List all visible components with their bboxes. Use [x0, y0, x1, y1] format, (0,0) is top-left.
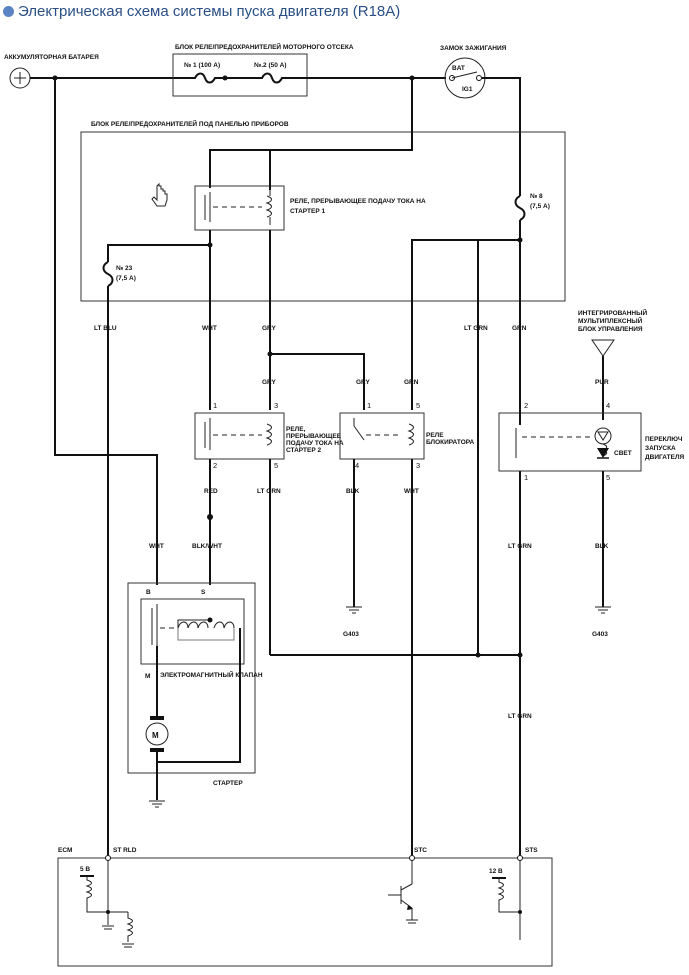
- lock-relay-pin-1: 1: [367, 401, 371, 410]
- starter-terminal-s: S: [201, 589, 206, 596]
- motor-label: M: [152, 731, 159, 740]
- battery-symbol: [9, 67, 31, 89]
- wire-label-red: RED: [204, 488, 218, 495]
- fuse23-symbol: [102, 261, 114, 287]
- wire-label-lt-grn-1: LT GRN: [464, 325, 488, 332]
- wire-label-blk-1: BLK: [346, 488, 360, 495]
- wire-label-wht-1: WHT: [202, 325, 217, 332]
- ecm-transistor-icon: [388, 860, 418, 924]
- switch-light-label: СВЕТ: [614, 450, 632, 457]
- engine-fuse-box: [172, 53, 308, 97]
- fuse8-label-line2: (7,5 А): [530, 203, 550, 210]
- start-switch: [498, 412, 642, 472]
- ecm-ground-icon-1: [102, 925, 114, 930]
- relay2-label-line1: РЕЛЕ,: [286, 426, 306, 433]
- relay2-pin-3: 3: [274, 401, 278, 410]
- wire-label-blk-2: BLK: [595, 543, 609, 550]
- imcu-label-line3: БЛОК УПРАВЛЕНИЯ: [578, 326, 643, 333]
- fuse8-label-line1: № 8: [530, 193, 543, 200]
- ecm-12v-label: 12 В: [489, 868, 503, 875]
- wire-label-lt-blu: LT BLU: [94, 325, 117, 332]
- switch-pin-1: 1: [524, 473, 528, 482]
- fuse8-symbol: [514, 195, 526, 221]
- imcu-label-line1: ИНТЕГРИРОВАННЫЙ: [578, 308, 647, 317]
- fuse1-label: № 1 (100 А): [184, 62, 220, 69]
- wire-label-grn-2: GRN: [404, 379, 419, 386]
- title-bar: Электрическая схема системы пуска двигат…: [0, 0, 689, 26]
- solenoid-label: ЭЛЕКТРОМАГНИТНЫЙ КЛАПАН: [160, 670, 263, 679]
- wire-label-gry-1: GRY: [262, 325, 277, 332]
- wire-label-wht-3: WHT: [149, 543, 164, 550]
- relay1-label-line1: РЕЛЕ, ПРЕРЫВАЮЩЕЕ ПОДАЧУ ТОКА НА: [290, 198, 426, 205]
- ecm-ground-icon-2: [122, 943, 134, 948]
- switch-pin-5: 5: [606, 473, 610, 482]
- dash-fuse-box: [80, 131, 566, 302]
- fuse23-label-line2: (7,5 А): [116, 275, 136, 282]
- page-title: Электрическая схема системы пуска двигат…: [18, 3, 401, 20]
- wire-label-grn-1: GRN: [512, 325, 527, 332]
- relay2-pin-5: 5: [274, 461, 278, 470]
- hand-cursor-icon: [151, 182, 168, 207]
- ground-starter-icon: [149, 800, 165, 808]
- wire-label-lt-grn-2: LT GRN: [257, 488, 281, 495]
- lock-relay-pin-3: 3: [416, 461, 420, 470]
- lock-relay-pin-5: 5: [416, 401, 420, 410]
- starter-label: СТАРТЕР: [213, 780, 243, 787]
- engine-fuse-box-label: БЛОК РЕЛЕ/ПРЕДОХРАНИТЕЛЕЙ МОТОРНОГО ОТСЕ…: [175, 42, 354, 51]
- wire-label-gry-3: GRY: [356, 379, 371, 386]
- ecm-sts-label: STS: [525, 847, 538, 854]
- lock-relay-label-line1: РЕЛЕ: [426, 432, 444, 439]
- dash-fuse-box-label: БЛОК РЕЛЕ/ПРЕДОХРАНИТЕЛЕЙ ПОД ПАНЕЛЬЮ ПР…: [91, 119, 289, 128]
- wire-label-lt-grn-4: LT GRN: [508, 713, 532, 720]
- lock-relay-pin-4: 4: [355, 461, 359, 470]
- relay2-label-line2: ПРЕРЫВАЮЩЕЕ: [286, 433, 342, 440]
- lock-relay-label-line2: БЛОКИРАТОРА: [426, 439, 475, 446]
- ground-g403-b-icon: [595, 603, 611, 614]
- wire-label-lt-grn-3: LT GRN: [508, 543, 532, 550]
- fuse23-label-line1: № 23: [116, 265, 133, 272]
- starter-motor-icon: [145, 716, 169, 752]
- lock-relay: [339, 412, 425, 460]
- ecm-stc-label: STC: [414, 847, 427, 854]
- starter-terminal-b: B: [146, 589, 151, 596]
- ignition-ig1-label: IG1: [462, 86, 473, 93]
- ground-g403-b-label: G403: [592, 631, 608, 638]
- relay2-label-line4: СТАРТЕР 2: [286, 447, 321, 454]
- ecm-box: [57, 857, 553, 967]
- wire-label-pur: PUR: [595, 379, 609, 386]
- ignition-label: ЗАМОК ЗАЖИГАНИЯ: [440, 45, 507, 52]
- bullet-icon: [3, 6, 14, 17]
- imcu-label-line2: МУЛЬТИПЛЕКСНЫЙ: [578, 316, 643, 325]
- relay2-pin-1: 1: [213, 401, 217, 410]
- wire-label-gry-2: GRY: [262, 379, 277, 386]
- fuse1-symbol: [182, 72, 222, 84]
- switch-label-line2: ЗАПУСКА: [645, 445, 676, 452]
- start-switch-lamp: [594, 427, 612, 459]
- relay2-label-line3: ПОДАЧУ ТОКА НА: [286, 440, 344, 447]
- wire-label-blk-wht: BLK/WHT: [192, 543, 222, 550]
- imcu-output-symbol: [591, 339, 615, 357]
- relay1-label-line2: СТАРТЕР 1: [290, 208, 325, 215]
- switch-label-line1: ПЕРЕКЛЮЧ: [645, 436, 683, 443]
- solenoid-box: [140, 598, 245, 665]
- starter-terminal-m: M: [145, 673, 150, 680]
- switch-pin-4: 4: [606, 401, 610, 410]
- ecm-5v-label: 5 В: [80, 866, 90, 873]
- wire-label-wht-2: WHT: [404, 488, 419, 495]
- ecm-label: ECM: [58, 847, 72, 854]
- ignition-bat-label: BAT: [452, 65, 465, 72]
- ground-g403-a-icon: [346, 603, 362, 614]
- switch-pin-2: 2: [524, 401, 528, 410]
- ecm-st-rld-label: ST RLD: [113, 847, 137, 854]
- starter-relay-1: [194, 185, 285, 231]
- fuse2-symbol: [222, 72, 307, 84]
- fuse2-label: №.2 (50 А): [254, 62, 287, 69]
- starter-box: [127, 582, 256, 774]
- ground-g403-a-label: G403: [343, 631, 359, 638]
- starter-relay-2: [194, 412, 285, 460]
- relay2-pin-2: 2: [213, 461, 217, 470]
- switch-label-line3: ДВИГАТЕЛЯ: [645, 454, 685, 461]
- battery-label: АККУМУЛЯТОРНАЯ БАТАРЕЯ: [4, 54, 99, 61]
